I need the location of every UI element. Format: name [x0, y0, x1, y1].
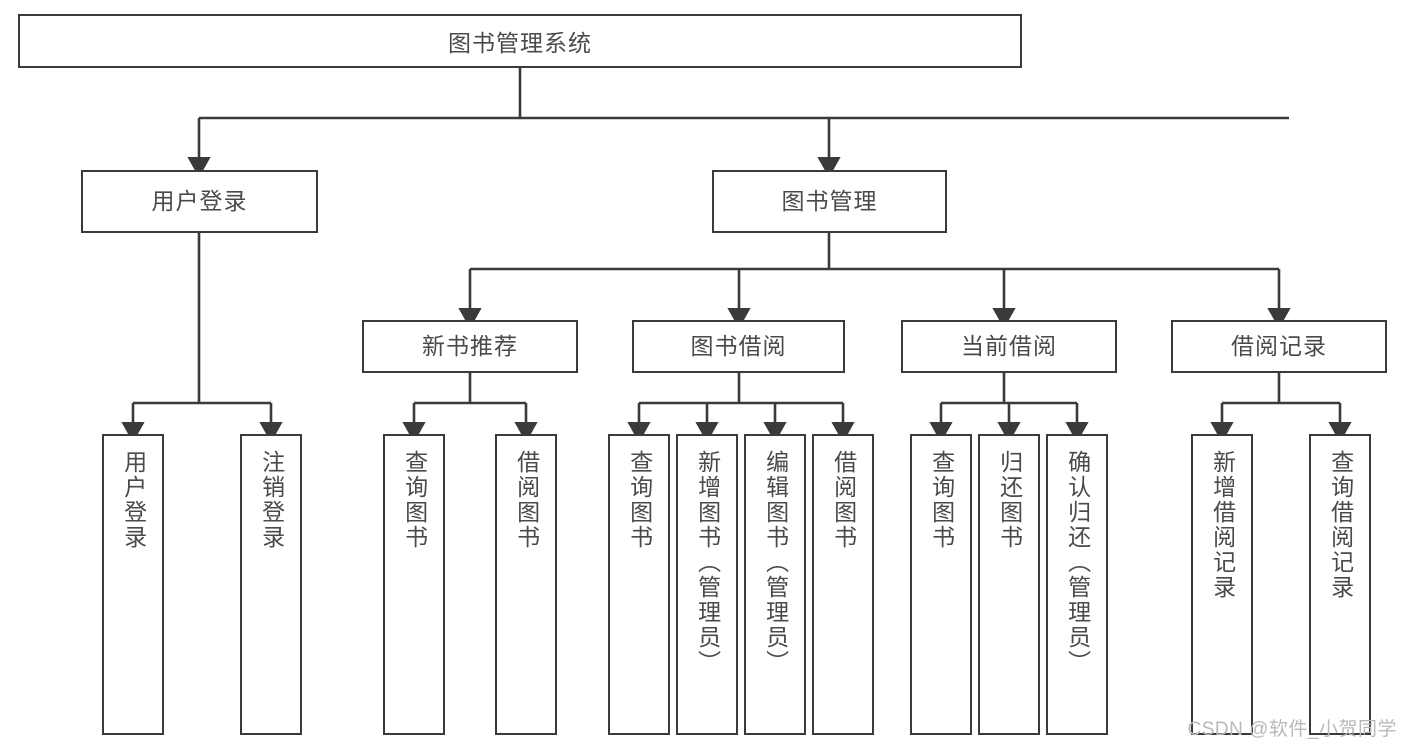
- leaf-confirm-return-label: 确认归还（管理员）: [1064, 450, 1091, 675]
- leaf-return-book[interactable]: 归还图书: [978, 434, 1040, 735]
- leaf-borrow-book-2-label: 借阅图书: [830, 450, 857, 550]
- leaf-query-record[interactable]: 查询借阅记录: [1309, 434, 1371, 735]
- node-book-borrow[interactable]: 图书借阅: [632, 320, 845, 373]
- node-book-management[interactable]: 图书管理: [712, 170, 947, 233]
- leaf-add-book[interactable]: 新增图书（管理员）: [676, 434, 738, 735]
- leaf-query-book-3-label: 查询图书: [928, 450, 955, 550]
- leaf-query-book-2-label: 查询图书: [626, 450, 653, 550]
- leaf-borrow-book-1[interactable]: 借阅图书: [495, 434, 557, 735]
- node-book-management-label: 图书管理: [781, 187, 878, 214]
- leaf-user-login[interactable]: 用户登录: [102, 434, 164, 735]
- leaf-query-book-1-label: 查询图书: [401, 450, 428, 550]
- node-root[interactable]: 图书管理系统: [18, 14, 1022, 68]
- leaf-borrow-book-2[interactable]: 借阅图书: [812, 434, 874, 735]
- leaf-user-login-label: 用户登录: [120, 450, 147, 550]
- node-root-label: 图书管理系统: [448, 30, 592, 56]
- leaf-add-record[interactable]: 新增借阅记录: [1191, 434, 1253, 735]
- leaf-borrow-book-1-label: 借阅图书: [513, 450, 540, 550]
- node-borrow-record-label: 借阅记录: [1231, 332, 1327, 359]
- watermark: CSDN @软件_小贺同学: [1187, 719, 1397, 740]
- leaf-edit-book[interactable]: 编辑图书（管理员）: [744, 434, 806, 735]
- node-current-borrow-label: 当前借阅: [961, 332, 1057, 359]
- leaf-query-book-2[interactable]: 查询图书: [608, 434, 670, 735]
- leaf-logout-login-label: 注销登录: [258, 450, 285, 550]
- node-book-borrow-label: 图书借阅: [690, 332, 787, 359]
- node-borrow-record[interactable]: 借阅记录: [1171, 320, 1387, 373]
- leaf-confirm-return[interactable]: 确认归还（管理员）: [1046, 434, 1108, 735]
- leaf-logout-login[interactable]: 注销登录: [240, 434, 302, 735]
- leaf-add-book-label: 新增图书（管理员）: [694, 450, 721, 675]
- node-current-borrow[interactable]: 当前借阅: [901, 320, 1117, 373]
- leaf-edit-book-label: 编辑图书（管理员）: [762, 450, 789, 675]
- node-new-book-recommend[interactable]: 新书推荐: [362, 320, 578, 373]
- leaf-return-book-label: 归还图书: [996, 450, 1023, 550]
- leaf-query-book-3[interactable]: 查询图书: [910, 434, 972, 735]
- leaf-query-book-1[interactable]: 查询图书: [383, 434, 445, 735]
- leaf-query-record-label: 查询借阅记录: [1327, 450, 1354, 600]
- node-user-login[interactable]: 用户登录: [81, 170, 318, 233]
- node-new-book-recommend-label: 新书推荐: [422, 332, 518, 359]
- leaf-add-record-label: 新增借阅记录: [1209, 450, 1236, 600]
- node-user-login-label: 用户登录: [151, 187, 248, 214]
